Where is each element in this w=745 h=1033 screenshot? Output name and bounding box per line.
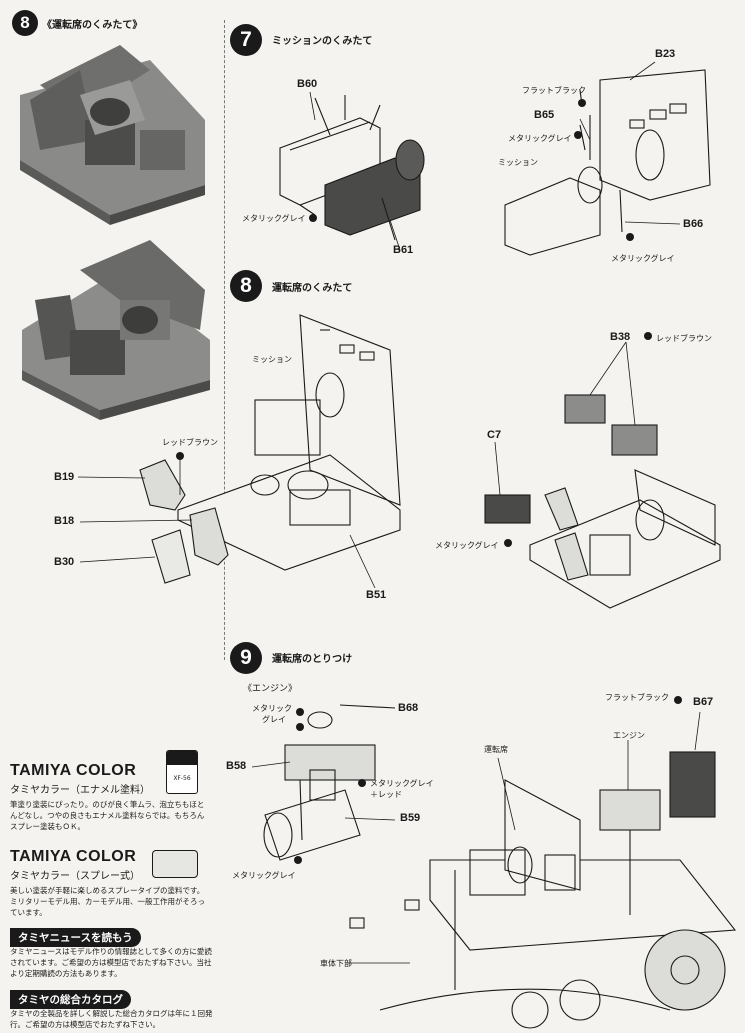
part-b59-label: B59 bbox=[400, 812, 421, 824]
paint-metallic-9a-line1: メタリック bbox=[252, 704, 292, 713]
photo-step-number: 8 bbox=[12, 10, 38, 36]
paint-red-brown-8b: レッドブラウン bbox=[656, 334, 712, 343]
label-mission-8: ミッション bbox=[252, 355, 292, 364]
seat-photo-top bbox=[20, 45, 205, 225]
label-engine-9: エンジン bbox=[613, 731, 645, 740]
label-chassis-bottom: 車体下部 bbox=[320, 959, 352, 968]
label-mission-7: ミッション bbox=[498, 158, 538, 167]
paint-metallic-gray-7a: メタリックグレイ bbox=[242, 214, 306, 223]
paint-metallic-gray-8: メタリックグレイ bbox=[435, 541, 499, 550]
step8-number: 8 bbox=[230, 270, 262, 302]
part-b23-label: B23 bbox=[655, 48, 676, 60]
paint-metallic-red-line1: メタリックグレイ bbox=[370, 779, 434, 788]
step7-number: 7 bbox=[230, 24, 262, 56]
paint-flat-black-9: フラットブラック bbox=[605, 693, 669, 702]
step9-number: 9 bbox=[230, 642, 262, 674]
step7-title: ミッションのくみたて bbox=[272, 36, 373, 47]
tamiya-enamel-body: 筆塗り塗装にぴったり。のびが良く筆ムラ、泡立ちもほとんどなし。つやの良さもエナメ… bbox=[10, 800, 205, 831]
spray-can-icon bbox=[152, 850, 198, 878]
part-b19-label: B19 bbox=[54, 471, 75, 483]
paint-metallic-9a-line2: グレイ bbox=[262, 715, 286, 724]
paint-metallic-gray-7b: メタリックグレイ bbox=[508, 134, 572, 143]
part-b66-label: B66 bbox=[683, 218, 704, 230]
paint-metallic-9c: メタリックグレイ bbox=[232, 871, 296, 880]
part-b30-label: B30 bbox=[54, 556, 75, 568]
photo-step-title: 《運転席のくみたて》 bbox=[42, 20, 143, 31]
paint-metallic-red-line2: ＋レッド bbox=[370, 790, 402, 799]
tamiya-catalog-heading: タミヤの総合カタログ bbox=[10, 990, 131, 1009]
part-b67-label: B67 bbox=[693, 696, 714, 708]
paint-red-brown-8a: レッドブラウン bbox=[162, 438, 218, 447]
part-b60-label: B60 bbox=[297, 78, 318, 90]
part-b51-label: B51 bbox=[366, 589, 387, 601]
tamiya-spray-body: 美しい塗装が手軽に楽しめるスプレータイプの塗料です。ミリタリーモデル用、カーモデ… bbox=[10, 886, 205, 917]
step8-title: 運転席のくみたて bbox=[272, 283, 353, 294]
tamiya-news-heading: タミヤニュースを読もう bbox=[10, 928, 141, 947]
tamiya-spray-box: TAMIYA COLOR タミヤカラー（スプレー式） 美しい塗装が手軽に楽しめる… bbox=[10, 848, 210, 918]
paint-bottle-icon: XF-56 bbox=[166, 750, 198, 794]
vertical-divider bbox=[224, 20, 225, 660]
tamiya-spray-name: タミヤカラー（スプレー式） bbox=[10, 871, 140, 882]
tamiya-enamel-box: TAMIYA COLOR タミヤカラー（エナメル塗料） 筆塗り塗装にぴったり。の… bbox=[10, 762, 210, 832]
seat-photo-bottom bbox=[22, 240, 210, 420]
bottle-label: XF-56 bbox=[173, 775, 191, 782]
step9-title: 運転席のとりつけ bbox=[272, 654, 353, 665]
tamiya-enamel-brand: TAMIYA COLOR bbox=[10, 762, 137, 779]
tamiya-news-body: タミヤニュースはモデル作りの情報誌として多くの方に愛読されています。ご希望の方は… bbox=[10, 947, 212, 978]
part-b65-label: B65 bbox=[534, 109, 555, 121]
step9-subtitle: 《エンジン》 bbox=[243, 684, 298, 694]
part-b58-label: B58 bbox=[226, 760, 247, 772]
part-c7-label: C7 bbox=[487, 429, 502, 441]
tamiya-catalog-body: タミヤの全製品を詳しく解説した総合カタログは年に１回発行。ご希望の方は模型店でお… bbox=[10, 1009, 213, 1029]
paint-metallic-gray-7c: メタリックグレイ bbox=[611, 254, 675, 263]
part-b68-label: B68 bbox=[398, 702, 419, 714]
paint-flat-black-7: フラットブラック bbox=[522, 86, 586, 95]
tamiya-spray-brand: TAMIYA COLOR bbox=[10, 848, 137, 865]
part-b38-label: B38 bbox=[610, 331, 631, 343]
tamiya-enamel-name: タミヤカラー（エナメル塗料） bbox=[10, 785, 150, 796]
label-driver-seat-9: 運転席 bbox=[484, 745, 508, 754]
part-b61-label: B61 bbox=[393, 244, 414, 256]
part-b18-label: B18 bbox=[54, 515, 75, 527]
